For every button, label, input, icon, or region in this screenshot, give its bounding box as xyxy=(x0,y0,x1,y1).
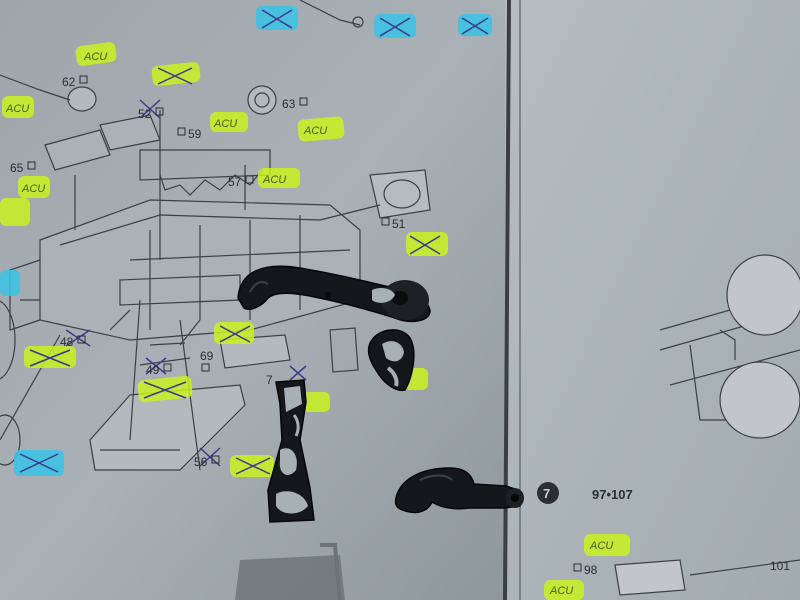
elbow-hose-part xyxy=(394,467,524,514)
svg-text:56: 56 xyxy=(194,455,208,469)
step-number: 7 xyxy=(543,486,550,501)
svg-text:ACU: ACU xyxy=(21,183,45,195)
part-number-labels: 62 52 59 63 65 57 51 48 69 49 7 56 6 98 … xyxy=(10,75,790,577)
engine-line-art xyxy=(0,0,431,471)
svg-text:ACU: ACU xyxy=(589,540,613,552)
chassis-line-art xyxy=(614,254,800,596)
round-housing-part xyxy=(367,329,415,392)
tapered-bracket-part xyxy=(267,379,315,523)
svg-text:101: 101 xyxy=(770,559,790,573)
svg-text:69: 69 xyxy=(200,349,214,363)
svg-text:51: 51 xyxy=(392,217,406,231)
svg-text:ACU: ACU xyxy=(262,174,286,186)
handwritten-marker-tags: ACU ACU ACU ACU ACU ACU ACU ACU xyxy=(5,51,613,597)
svg-text:ACU: ACU xyxy=(213,118,237,130)
svg-text:57: 57 xyxy=(228,175,242,189)
svg-text:52: 52 xyxy=(138,107,152,121)
svg-text:7: 7 xyxy=(266,373,273,387)
blurred-seat-frame xyxy=(320,543,342,600)
svg-text:65: 65 xyxy=(10,161,24,175)
curved-intake-hose-part xyxy=(237,265,431,323)
step-number-circle xyxy=(537,482,559,504)
svg-text:59: 59 xyxy=(188,127,202,141)
blurred-seat-shape xyxy=(235,555,345,600)
svg-text:ACU: ACU xyxy=(549,585,573,597)
svg-text:49: 49 xyxy=(146,363,160,377)
svg-text:ACU: ACU xyxy=(5,103,29,115)
svg-text:48: 48 xyxy=(60,335,74,349)
step-page-reference: 97•107 xyxy=(592,487,633,502)
svg-text:62: 62 xyxy=(62,75,76,89)
svg-text:63: 63 xyxy=(282,97,296,111)
svg-text:ACU: ACU xyxy=(303,125,327,137)
svg-text:98: 98 xyxy=(584,563,598,577)
svg-text:ACU: ACU xyxy=(83,51,107,63)
